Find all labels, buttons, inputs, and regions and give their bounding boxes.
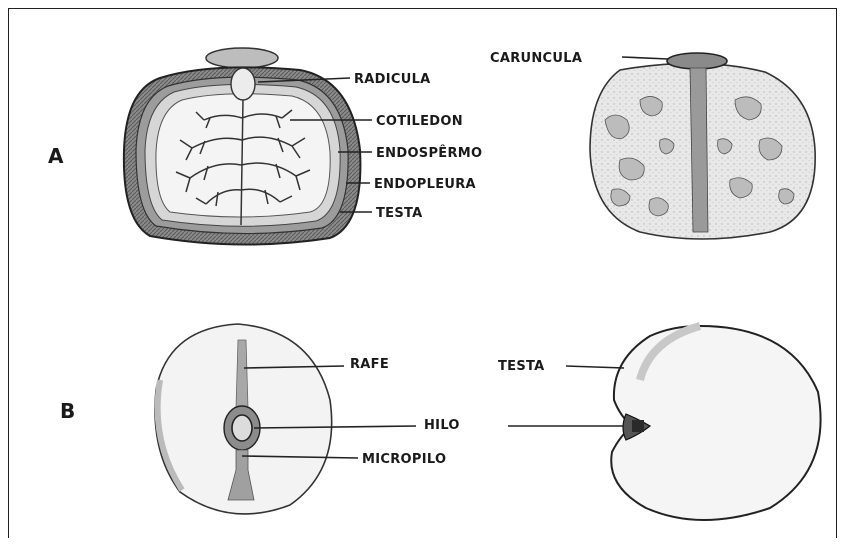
caruncula-shape	[667, 53, 727, 69]
hilum-inner	[232, 415, 252, 441]
section-a-letter: A	[48, 144, 64, 168]
raphe-shape	[236, 340, 248, 408]
raphe-stripe	[690, 68, 708, 232]
hilum-mark	[632, 420, 644, 432]
label-rafe: RAFE	[350, 357, 389, 372]
radicle-shape	[231, 68, 255, 100]
label-endospermo: ENDOSPÊRMO	[376, 145, 482, 161]
label-endopleura: ENDOPLEURA	[374, 177, 476, 192]
seed-exterior	[590, 53, 815, 239]
label-testa-b: TESTA	[498, 359, 545, 374]
seed-cross-section	[124, 48, 361, 245]
leader-caruncula	[622, 57, 668, 59]
label-testa-a: TESTA	[376, 206, 423, 221]
seed-lateral-view	[611, 326, 820, 520]
label-micropilo: MICROPILO	[362, 452, 446, 467]
leader-testa-b	[566, 366, 624, 368]
label-hilo: HILO	[424, 418, 460, 433]
caruncle-shape	[206, 48, 278, 68]
seed-ventral-view	[155, 324, 332, 514]
section-b-letter: B	[60, 399, 75, 423]
label-caruncula: CARUNCULA	[490, 51, 582, 66]
label-radicula: RADICULA	[354, 72, 431, 87]
label-cotiledon: COTILEDON	[376, 114, 463, 129]
